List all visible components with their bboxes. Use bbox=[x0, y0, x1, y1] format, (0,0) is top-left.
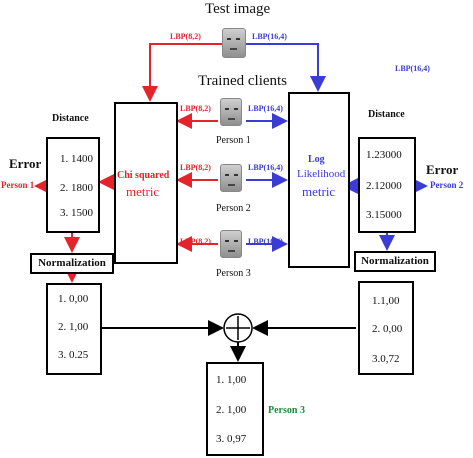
chi-squared-metric-box bbox=[114, 102, 178, 264]
left-distance-heading: Distance bbox=[52, 113, 89, 124]
test-face-icon bbox=[222, 28, 246, 58]
person3-label: Person 3 bbox=[216, 268, 251, 279]
left-distance-value-3: 3. 1500 bbox=[60, 207, 93, 219]
log-metric-line2: Likelihood bbox=[297, 168, 346, 180]
person2-face-icon bbox=[220, 164, 242, 192]
right-error-person: Person 2 bbox=[430, 180, 464, 190]
person3-blue-lbp: LBP(16,4) bbox=[248, 237, 283, 246]
log-metric-line3: metric bbox=[302, 184, 336, 199]
right-distance-value-2: 2.12000 bbox=[366, 180, 402, 192]
corner-blue-lbp-label: LBP(16,4) bbox=[395, 64, 430, 73]
left-norm-value-1: 1. 0,00 bbox=[58, 293, 89, 305]
fusion-value-3: 3. 0,97 bbox=[216, 433, 247, 445]
chi-metric-line1: Chi squared bbox=[117, 170, 170, 181]
right-distance-value-1: 1.23000 bbox=[366, 149, 402, 161]
person2-label: Person 2 bbox=[216, 203, 251, 214]
test-image-label: Test image bbox=[205, 1, 271, 17]
left-normalized-values-box: 1. 0,00 2. 1,00 3. 0.25 bbox=[46, 283, 102, 375]
fusion-result-person: Person 3 bbox=[268, 405, 305, 416]
trained-clients-label: Trained clients bbox=[198, 73, 288, 89]
left-distance-value-2: 2. 1800 bbox=[60, 182, 93, 194]
fusion-value-2: 2. 1,00 bbox=[216, 404, 247, 416]
person1-label: Person 1 bbox=[216, 135, 251, 146]
right-error-label: Error bbox=[426, 162, 459, 177]
chi-metric-line2: metric bbox=[126, 184, 160, 199]
right-norm-value-2: 2. 0,00 bbox=[372, 323, 403, 335]
test-to-chi-arrow bbox=[142, 43, 222, 102]
fusion-value-1: 1. 1,00 bbox=[216, 374, 247, 386]
right-distance-value-3: 3.15000 bbox=[366, 209, 402, 221]
right-norm-value-3: 3.0,72 bbox=[372, 353, 400, 365]
left-distance-box: 1. 1400 2. 1800 3. 1500 bbox=[46, 137, 100, 233]
left-distance-value-1: 1. 1400 bbox=[60, 153, 93, 165]
left-error-person: Person 1 bbox=[1, 180, 35, 190]
left-norm-value-3: 3. 0.25 bbox=[58, 349, 89, 361]
right-norm-value-1: 1.1,00 bbox=[372, 295, 400, 307]
person2-blue-lbp: LBP(16,4) bbox=[248, 163, 283, 172]
log-metric-line1: Log bbox=[308, 154, 325, 165]
test-blue-lbp-label: LBP(16,4) bbox=[252, 32, 287, 41]
right-distance-heading: Distance bbox=[368, 109, 405, 120]
fusion-result-box: 1. 1,00 2. 1,00 3. 0,97 bbox=[206, 362, 264, 456]
left-error-label: Error bbox=[9, 156, 42, 171]
person1-blue-lbp: LBP(16,4) bbox=[248, 104, 283, 113]
left-normalization-box: Normalization bbox=[30, 253, 114, 274]
left-norm-value-2: 2. 1,00 bbox=[58, 321, 89, 333]
person3-red-lbp: LBP(8,2) bbox=[180, 237, 211, 246]
person2-red-lbp: LBP(8,2) bbox=[180, 163, 211, 172]
right-normalization-box: Normalization bbox=[354, 251, 436, 272]
right-normalized-values-box: 1.1,00 2. 0,00 3.0,72 bbox=[358, 281, 414, 375]
right-distance-box: 1.23000 2.12000 3.15000 bbox=[358, 137, 416, 233]
test-to-loglik-arrow bbox=[246, 43, 326, 92]
person1-red-lbp: LBP(8,2) bbox=[180, 104, 211, 113]
person3-face-icon bbox=[220, 230, 242, 258]
person1-face-icon bbox=[220, 98, 242, 126]
test-red-lbp-label: LBP(8,2) bbox=[170, 32, 201, 41]
log-likelihood-metric-box bbox=[288, 92, 350, 268]
